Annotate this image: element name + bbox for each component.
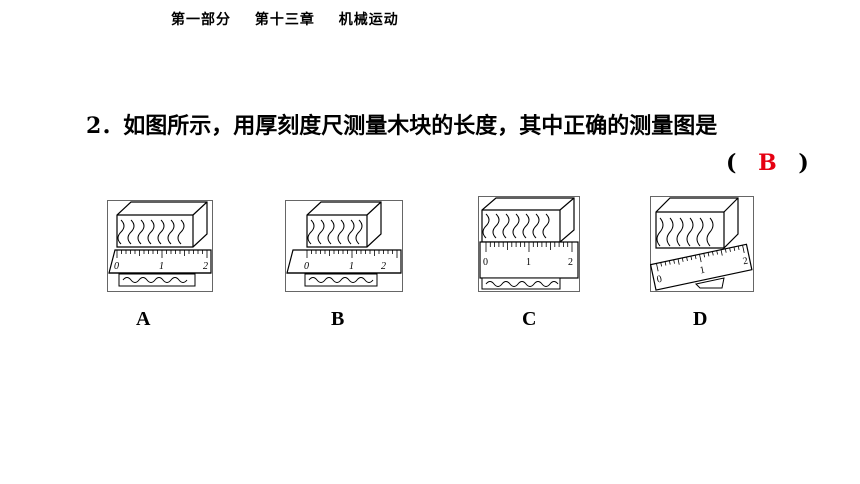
figure-b: 0 1 2: [285, 200, 403, 292]
figure-b-tick-0: 0: [304, 261, 309, 272]
header-part: 第一部分: [171, 12, 231, 28]
figure-c: 0 1 2: [478, 196, 580, 292]
header-chapter: 第十三章: [254, 12, 315, 28]
answer-close-paren: ): [798, 150, 809, 176]
answer-value: B: [758, 150, 777, 176]
figure-c-label: C: [522, 308, 537, 330]
question-text: 2．如图所示，用厚刻度尺测量木块的长度，其中正确的测量图是: [86, 113, 718, 139]
figure-b-tick-1: 1: [349, 261, 354, 272]
figure-d-tick-2: 2: [742, 255, 749, 267]
figure-d-tick-0: 0: [656, 274, 663, 286]
answer-open-paren: (: [726, 150, 737, 176]
figure-d: 0 1 2: [650, 196, 754, 292]
figure-b-label: B: [331, 308, 345, 330]
header-topic: 机械运动: [338, 12, 399, 28]
figure-a-tick-2: 2: [203, 261, 208, 272]
figure-a-tick-0: 0: [114, 261, 119, 272]
figure-a-tick-1: 1: [159, 261, 164, 272]
figure-b-tick-2: 2: [381, 261, 386, 272]
page-header: 第一部分 第十三章 机械运动: [171, 9, 417, 29]
figure-d-label: D: [693, 308, 708, 330]
figure-c-tick-1: 1: [526, 257, 531, 268]
figure-c-tick-2: 2: [568, 257, 573, 268]
figure-d-tick-1: 1: [699, 265, 706, 277]
answer-line: ( B ): [726, 150, 809, 176]
figure-c-tick-0: 0: [483, 257, 488, 268]
figure-a: 0 1 2: [107, 200, 213, 292]
figure-a-label: A: [136, 308, 151, 330]
